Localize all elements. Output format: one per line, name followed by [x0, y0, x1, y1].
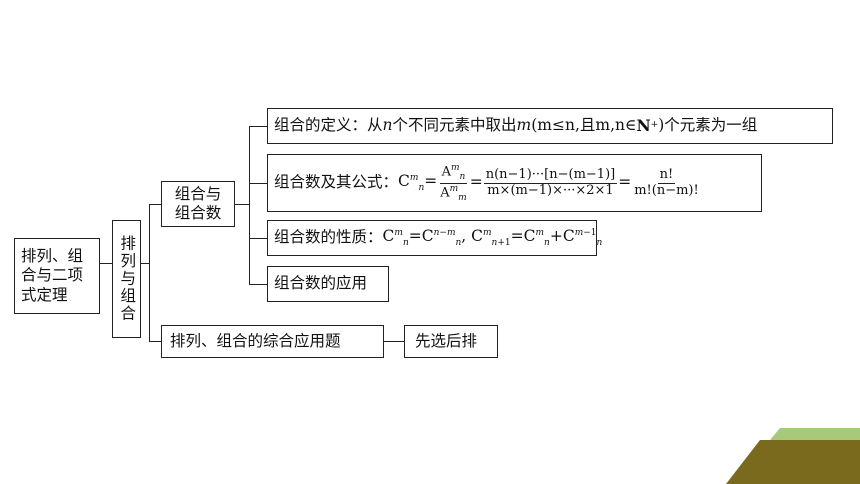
- comprehensive-label: 排列、组合的综合应用题: [170, 331, 341, 350]
- combination-node: 组合与组合数: [161, 181, 235, 227]
- formula-lhs: Cmn=: [398, 171, 438, 193]
- definition-prefix: 组合的定义：从: [274, 116, 383, 135]
- olive-stripe: [726, 440, 860, 484]
- connector-root-l1: [100, 263, 112, 265]
- formula-node: 组合数及其公式： Cmn= Amn Amm = n(n−1)···[n−(m−1…: [267, 154, 762, 212]
- definition-mid2: 个元素为一组: [664, 116, 758, 135]
- definition-condition: m≤n,且m,n∈: [537, 116, 637, 135]
- connector-to-comprehensive: [149, 341, 161, 343]
- property-node: 组合数的性质： Cmn=Cn−mn, Cmn+1=Cmn+Cm−1n: [267, 220, 602, 256]
- application-node: 组合数的应用: [267, 266, 389, 302]
- permutation-combination-label: 排列与组合: [118, 235, 137, 323]
- fraction-product: n(n−1)···[n−(m−1)] m×(m−1)×···×2×1: [483, 166, 618, 199]
- formula-factorial-denominator: m!(n−m)!: [634, 182, 699, 198]
- permutation-combination-node: 排列与组合: [112, 220, 141, 338]
- root-node: 排列、组合与二项式定理: [14, 238, 100, 314]
- formula-factorial-numerator: n!: [657, 166, 676, 184]
- formula-product-denominator: m×(m−1)×···×2×1: [487, 182, 614, 198]
- corner-decoration: [726, 428, 860, 484]
- property-formula: Cmn=Cn−mn, Cmn+1=Cmn+Cm−1n: [382, 226, 603, 248]
- strategy-node: 先选后排: [404, 325, 498, 358]
- definition-mid1: 个不同元素中取出: [392, 116, 517, 135]
- connector-l1-out: [141, 263, 149, 265]
- connector-to-definition: [249, 126, 267, 128]
- strategy-label: 先选后排: [415, 331, 478, 350]
- connector-l1-trunk: [149, 204, 151, 342]
- connector-to-group: [149, 204, 161, 206]
- property-prefix: 组合数的性质：: [274, 228, 383, 247]
- fraction-factorial: n! m!(n−m)!: [632, 166, 701, 199]
- application-label: 组合数的应用: [274, 274, 368, 293]
- fraction-a-over-a: Amn Amm: [439, 163, 468, 203]
- connector-to-strategy: [384, 341, 404, 343]
- connector-to-application: [249, 284, 267, 286]
- connector-to-formula: [249, 183, 267, 185]
- formula-product-numerator: n(n−1)···[n−(m−1)]: [483, 166, 618, 184]
- connector-group-trunk: [249, 126, 251, 284]
- combination-label: 组合与组合数: [174, 184, 222, 222]
- connector-to-property: [249, 238, 267, 240]
- green-stripe: [770, 428, 860, 440]
- root-label: 排列、组合与二项式定理: [21, 246, 84, 304]
- formula-prefix: 组合数及其公式：: [274, 173, 399, 192]
- connector-group-out: [235, 204, 249, 206]
- comprehensive-node: 排列、组合的综合应用题: [161, 325, 384, 358]
